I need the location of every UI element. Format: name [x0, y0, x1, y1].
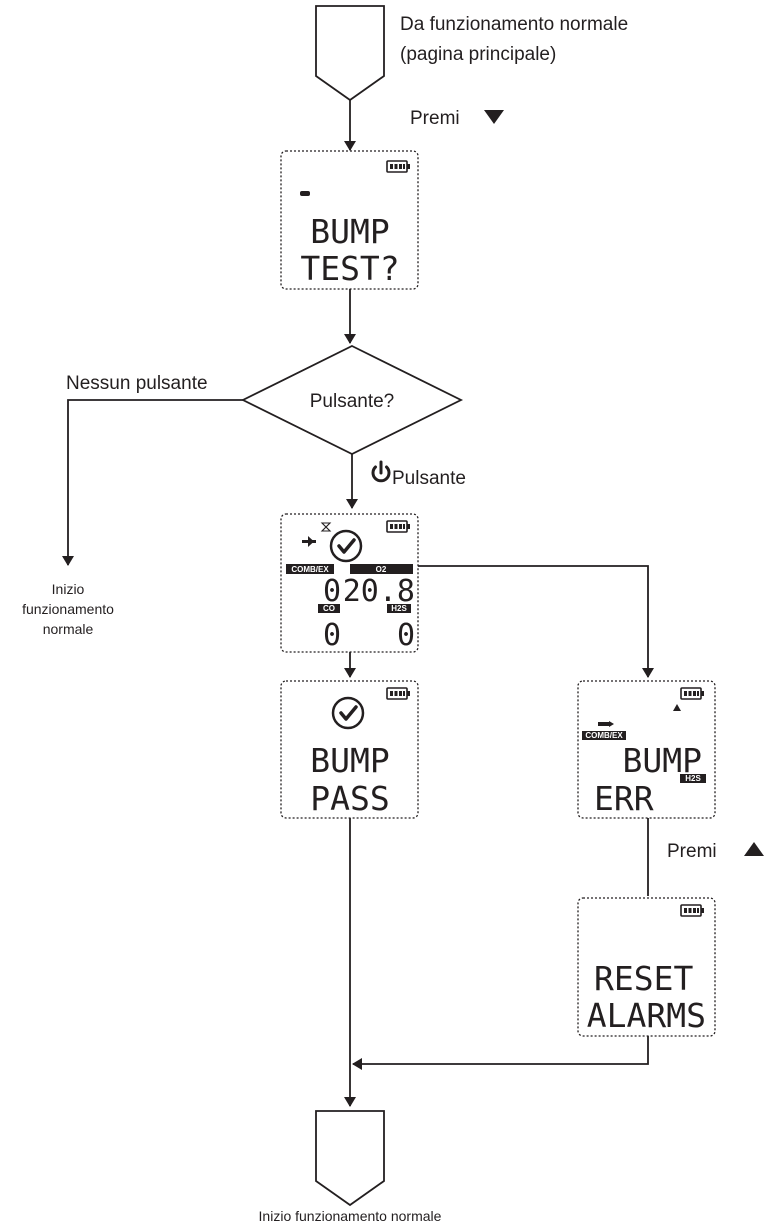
pump-icon: [300, 191, 310, 196]
left-end-line2: funzionamento: [22, 601, 114, 617]
reset-alarms-line2: ALARMS: [587, 996, 706, 1035]
bump-pass-line1: BUMP: [310, 741, 389, 780]
start-label-line1: Da funzionamento normale: [400, 14, 628, 35]
no-button-label: Nessun pulsante: [66, 373, 208, 394]
start-connector: [315, 5, 385, 102]
pump-icon: [598, 721, 614, 727]
screen-readings: COMB/EX O2 0 20.8 CO H2S 0 0: [280, 513, 419, 653]
end-connector: [315, 1110, 385, 1207]
power-button-label: Pulsante: [392, 468, 466, 489]
tag-o2: O2: [376, 565, 387, 574]
bump-pass-line2: PASS: [310, 779, 389, 818]
err-tag-comb: COMB/EX: [585, 731, 623, 740]
down-triangle-icon: [484, 110, 504, 124]
value-h2s: 0: [397, 618, 415, 653]
start-label-line2: (pagina principale): [400, 44, 556, 65]
hourglass-icon: [320, 522, 332, 532]
up-triangle-icon: [744, 842, 764, 856]
arrow-readings-to-err: [418, 565, 654, 678]
left-end-line3: normale: [43, 621, 94, 637]
screen-bump-pass: BUMP PASS: [280, 680, 419, 819]
screen-bump-test: BUMP TEST?: [280, 150, 419, 290]
warning-icon: [673, 704, 681, 711]
pump-icon: [302, 536, 316, 547]
decision-label: Pulsante?: [310, 391, 395, 412]
left-end-line1: Inizio: [52, 581, 85, 597]
tag-comb: COMB/EX: [291, 565, 329, 574]
value-o2: 20.8: [343, 574, 415, 609]
screen-reset-alarms: RESET ALARMS: [577, 897, 716, 1037]
value-comb: 0: [323, 574, 341, 609]
arrow-reset-to-end: [352, 1036, 649, 1070]
press-up-label: Premi: [667, 841, 717, 862]
err-tag-h2s: H2S: [685, 774, 701, 783]
tag-co: CO: [323, 604, 335, 613]
press-down-label: Premi: [410, 108, 460, 129]
screen-bump-err: COMB/EX BUMP H2S ERR: [577, 680, 716, 819]
bump-test-line2: TEST?: [300, 249, 399, 288]
arrow-no-button: [62, 399, 243, 566]
value-co: 0: [323, 618, 341, 653]
bump-test-line1: BUMP: [310, 212, 389, 251]
power-icon: [371, 460, 391, 483]
tag-h2s: H2S: [391, 604, 407, 613]
end-label: Inizio funzionamento normale: [259, 1208, 442, 1224]
bump-err-line2: ERR: [594, 779, 654, 818]
bump-err-line1: BUMP: [623, 741, 702, 780]
reset-alarms-line1: RESET: [594, 959, 693, 998]
